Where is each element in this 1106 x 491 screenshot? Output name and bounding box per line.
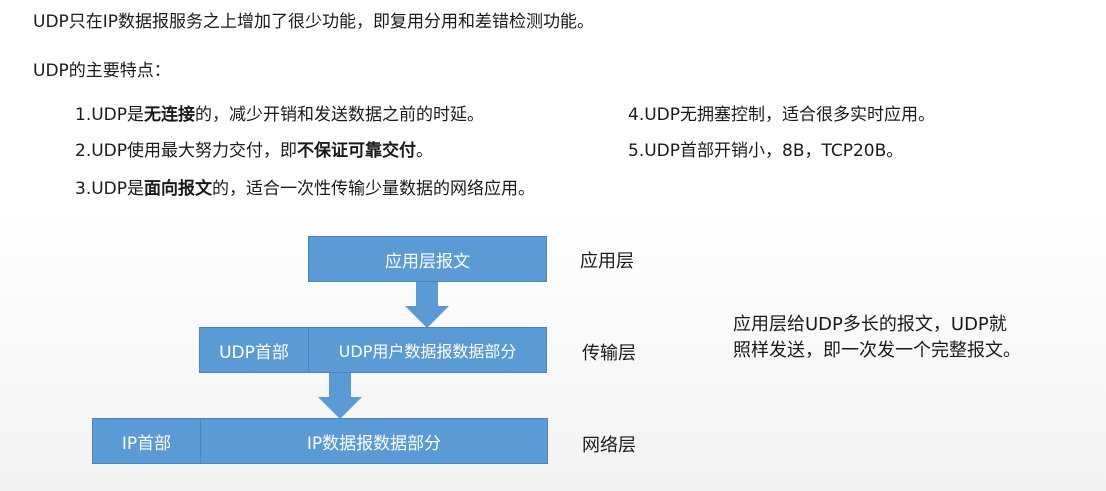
intro-line-1: UDP只在IP数据报服务之上增加了很少功能，即复用分用和差错检测功能。: [33, 12, 595, 32]
ip-data-box: IP数据报数据部分: [200, 418, 548, 464]
feature-4: 4.UDP无拥塞控制，适合很多实时应用。: [628, 105, 936, 125]
down-arrow-icon: [318, 373, 362, 419]
feature-3-pre: 3.UDP是: [75, 179, 145, 199]
app-message-box: 应用层报文: [308, 236, 547, 282]
down-arrow-icon: [405, 282, 449, 328]
ip-header-box: IP首部: [92, 418, 201, 464]
feature-1-bold: 无连接: [144, 105, 196, 125]
feature-1-pre: 1.UDP是: [75, 105, 145, 125]
feature-2-pre: 2.UDP使用最大努力交付，即: [75, 141, 298, 161]
udp-header-box: UDP首部: [199, 327, 309, 373]
feature-2-bold: 不保证可靠交付: [297, 141, 417, 161]
feature-1: 1.UDP是无连接的，减少开销和发送数据之前的时延。: [75, 103, 484, 127]
feature-2: 2.UDP使用最大努力交付，即不保证可靠交付。: [75, 139, 433, 163]
feature-5: 5.UDP首部开销小，8B，TCP20B。: [628, 141, 904, 161]
layer-label-network: 网络层: [582, 435, 636, 456]
intro-line-2: UDP的主要特点：: [33, 61, 171, 81]
note-line-1: 应用层给UDP多长的报文，UDP就: [733, 314, 1007, 335]
note-line-2: 照样发送，即一次发一个完整报文。: [733, 340, 1021, 361]
layer-label-application: 应用层: [580, 251, 634, 272]
feature-3-bold: 面向报文: [144, 179, 213, 199]
feature-2-post: 。: [416, 141, 434, 161]
feature-3-post: 的，适合一次性传输少量数据的网络应用。: [212, 179, 536, 199]
udp-data-box: UDP用户数据报数据部分: [308, 327, 547, 373]
layer-label-transport: 传输层: [582, 343, 636, 364]
feature-1-post: 的，减少开销和发送数据之前的时延。: [195, 105, 485, 125]
feature-3: 3.UDP是面向报文的，适合一次性传输少量数据的网络应用。: [75, 177, 535, 201]
